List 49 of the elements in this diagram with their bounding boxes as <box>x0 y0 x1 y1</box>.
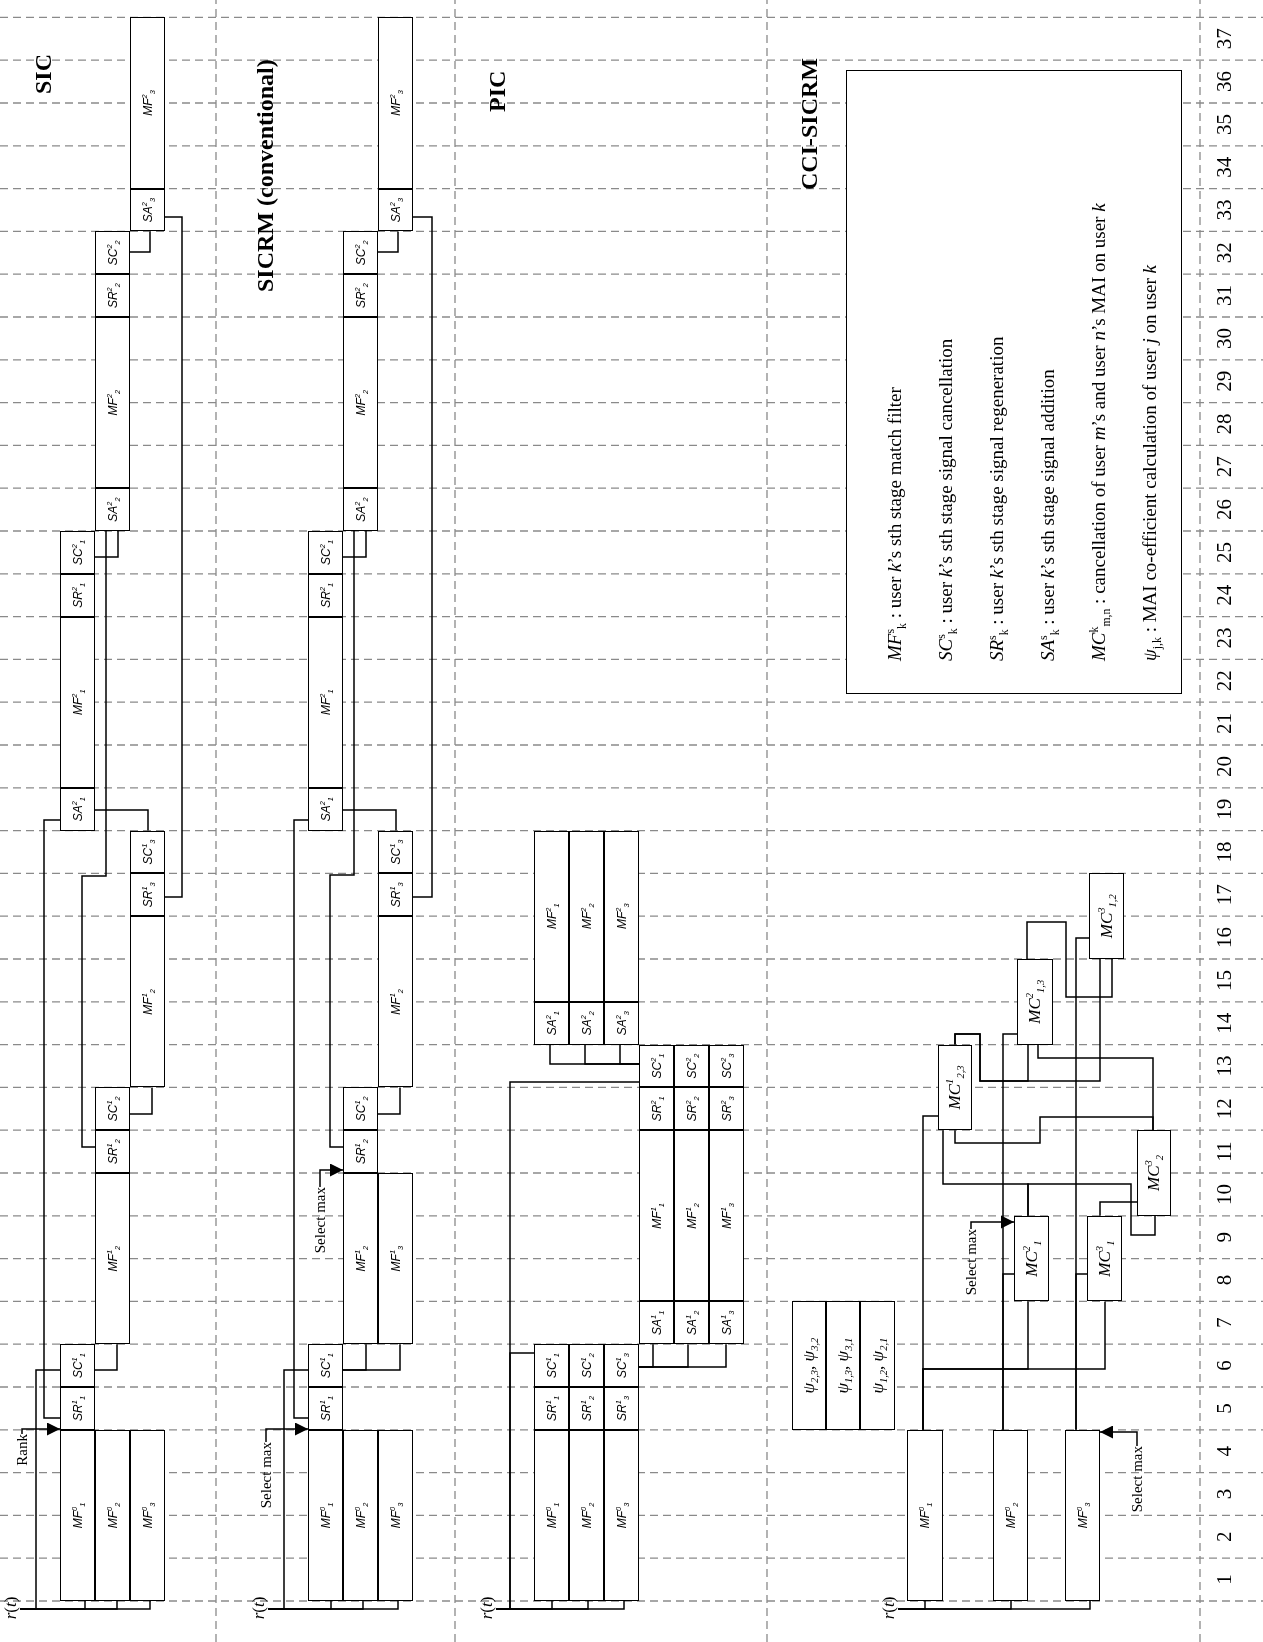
annotation-text: Select max <box>312 1187 328 1269</box>
arrow <box>21 1422 61 1436</box>
connector-line <box>638 1343 727 1368</box>
legend-box <box>846 70 1182 694</box>
connector-line <box>1027 1183 1156 1236</box>
connector-line <box>342 1343 401 1371</box>
connector-line <box>94 530 119 558</box>
connector-line <box>922 1300 1106 1431</box>
connector-line <box>94 1343 118 1371</box>
connector-line <box>267 1369 309 1610</box>
annotation-text: Select max <box>258 1442 274 1524</box>
arrow <box>970 1215 1015 1230</box>
connector-line <box>897 1600 1091 1610</box>
connector-line <box>495 1081 640 1610</box>
connector-line <box>619 1043 640 1065</box>
connector-line <box>164 216 183 898</box>
connector-line <box>377 1086 401 1115</box>
connector-line <box>329 530 355 1148</box>
connector-line <box>293 819 309 1419</box>
panel-title: SIC <box>30 53 57 94</box>
panel-title: CCI-SICRM <box>796 58 823 190</box>
connector-line <box>1075 1273 1088 1431</box>
annotation-text: Select max <box>962 1229 980 1309</box>
signal-label: r(t) <box>250 1594 268 1622</box>
signal-label: r(t) <box>880 1594 898 1622</box>
panel-title: SICRM (conventional) <box>252 59 279 292</box>
connector-line <box>129 230 151 253</box>
signal-label: r(t) <box>478 1594 496 1622</box>
connector-line <box>342 809 397 832</box>
connector-line <box>954 1033 1029 1082</box>
arrow <box>265 1422 309 1443</box>
connector-line <box>94 809 149 832</box>
connector-line <box>412 216 433 898</box>
connector-line <box>43 819 61 1419</box>
annotation-text: Select max <box>1128 1446 1146 1526</box>
connector-line <box>19 1369 61 1610</box>
signal-label: r(t) <box>2 1594 20 1622</box>
arrow <box>1099 1425 1138 1447</box>
panel-title: PIC <box>484 70 511 112</box>
connector-line <box>129 1086 153 1115</box>
arrow <box>319 1163 344 1188</box>
connector-line <box>954 1116 1154 1144</box>
annotation-text: Rank <box>14 1434 30 1492</box>
connector-line <box>377 230 399 253</box>
connector-line <box>1026 921 1113 998</box>
connector-line <box>1099 1201 1138 1217</box>
connector-line <box>81 530 107 1148</box>
connector-line <box>1002 1273 1015 1431</box>
connector-line <box>342 530 367 558</box>
